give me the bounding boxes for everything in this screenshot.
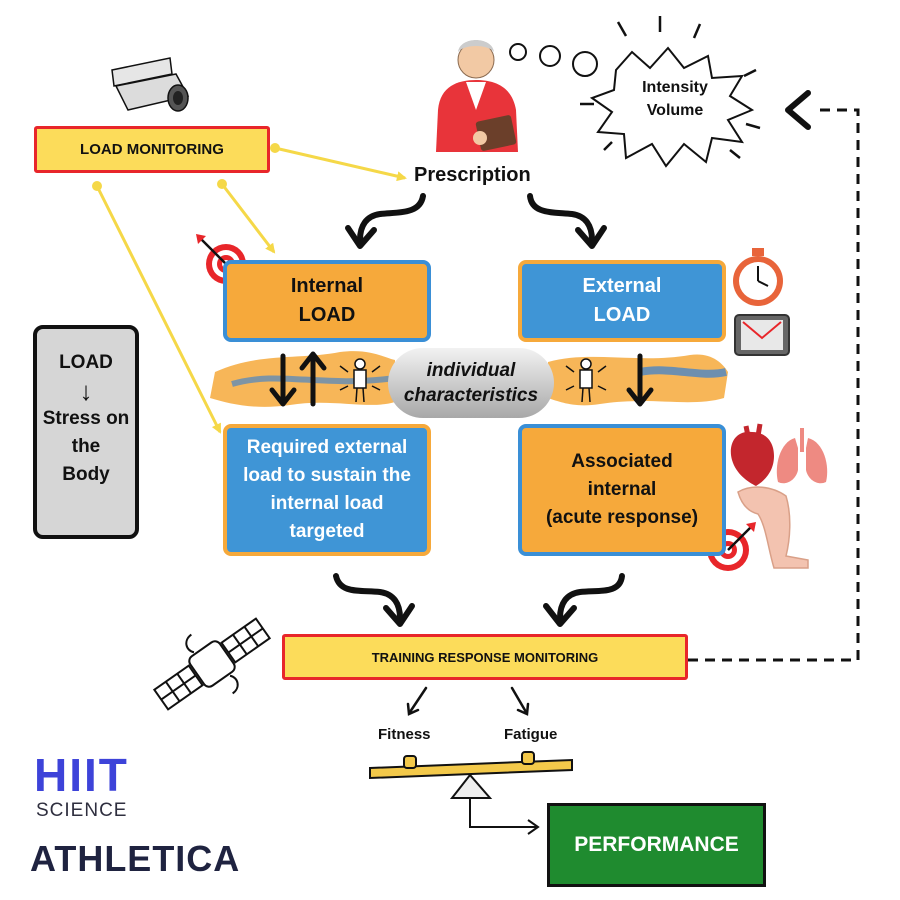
associated-internal-box: Associated internal (acute response) — [518, 424, 726, 556]
fitness-label: Fitness — [378, 726, 431, 743]
load-monitoring-box: LOAD MONITORING — [34, 126, 270, 173]
individual-line2: characteristics — [403, 385, 539, 406]
prescription-label: Prescription — [414, 164, 531, 186]
outcome-arrows — [406, 686, 530, 716]
athletica-logo: ATHLETICA — [30, 838, 241, 879]
associated-line3: (acute response) — [545, 507, 699, 528]
person-stress-icon — [565, 358, 607, 403]
required-line4: targeted — [289, 521, 365, 542]
stopwatch-icon — [733, 248, 783, 306]
associated-line1: Associated — [571, 451, 673, 472]
internal-load-line2: LOAD — [298, 304, 356, 326]
yellow-connectors — [92, 143, 407, 434]
lungs-icon — [776, 428, 828, 484]
hiit-logo: HIIT — [34, 749, 129, 801]
stress-load-label: LOAD — [59, 352, 113, 373]
coach-icon — [436, 40, 518, 152]
required-external-box: Required external load to sustain the in… — [223, 424, 431, 556]
required-line1: Required external — [246, 437, 408, 458]
thought-bubble-text: Intensity Volume — [625, 76, 725, 122]
performance-label: PERFORMANCE — [574, 833, 739, 856]
brush-streak-left — [210, 351, 396, 407]
stress-line2: Stress on — [42, 408, 130, 429]
required-line2: load to sustain the — [243, 465, 411, 486]
load-monitoring-label: LOAD MONITORING — [80, 141, 224, 158]
volume-label: Volume — [646, 102, 704, 119]
stress-line4: Body — [62, 464, 110, 485]
external-load-box: External LOAD — [518, 260, 726, 342]
associated-line2: internal — [587, 479, 657, 500]
intensity-label: Intensity — [642, 79, 708, 96]
feedback-loop — [688, 90, 860, 662]
tablet-icon — [734, 314, 790, 356]
prescription-arrows — [345, 193, 607, 249]
thought-bubble-icon — [509, 16, 761, 168]
external-load-line1: External — [582, 275, 662, 297]
individual-characteristics-pill: individual characteristics — [388, 348, 554, 418]
performance-box: PERFORMANCE — [547, 803, 766, 887]
seesaw-icon — [369, 751, 573, 835]
security-camera-icon — [111, 57, 190, 112]
satellite-icon — [152, 617, 272, 711]
fatigue-label: Fatigue — [504, 726, 558, 743]
down-arrow-icon: ↓ — [79, 376, 93, 406]
heart-icon — [730, 423, 774, 486]
response-arrows — [333, 573, 625, 627]
training-response-box: TRAINING RESPONSE MONITORING — [282, 634, 688, 680]
load-stress-box: LOAD ↓ Stress on the Body — [33, 325, 139, 539]
internal-load-box: Internal LOAD — [223, 260, 431, 342]
stress-line3: the — [71, 436, 101, 457]
required-line3: internal load — [270, 493, 384, 514]
person-stress-icon — [339, 358, 381, 403]
external-load-line2: LOAD — [593, 304, 651, 326]
training-response-label: TRAINING RESPONSE MONITORING — [371, 649, 599, 665]
science-logo: SCIENCE — [36, 800, 128, 821]
leg-icon — [737, 486, 809, 569]
individual-line1: individual — [426, 360, 516, 381]
internal-load-line1: Internal — [290, 275, 364, 297]
load-direction-arrows — [269, 351, 654, 407]
